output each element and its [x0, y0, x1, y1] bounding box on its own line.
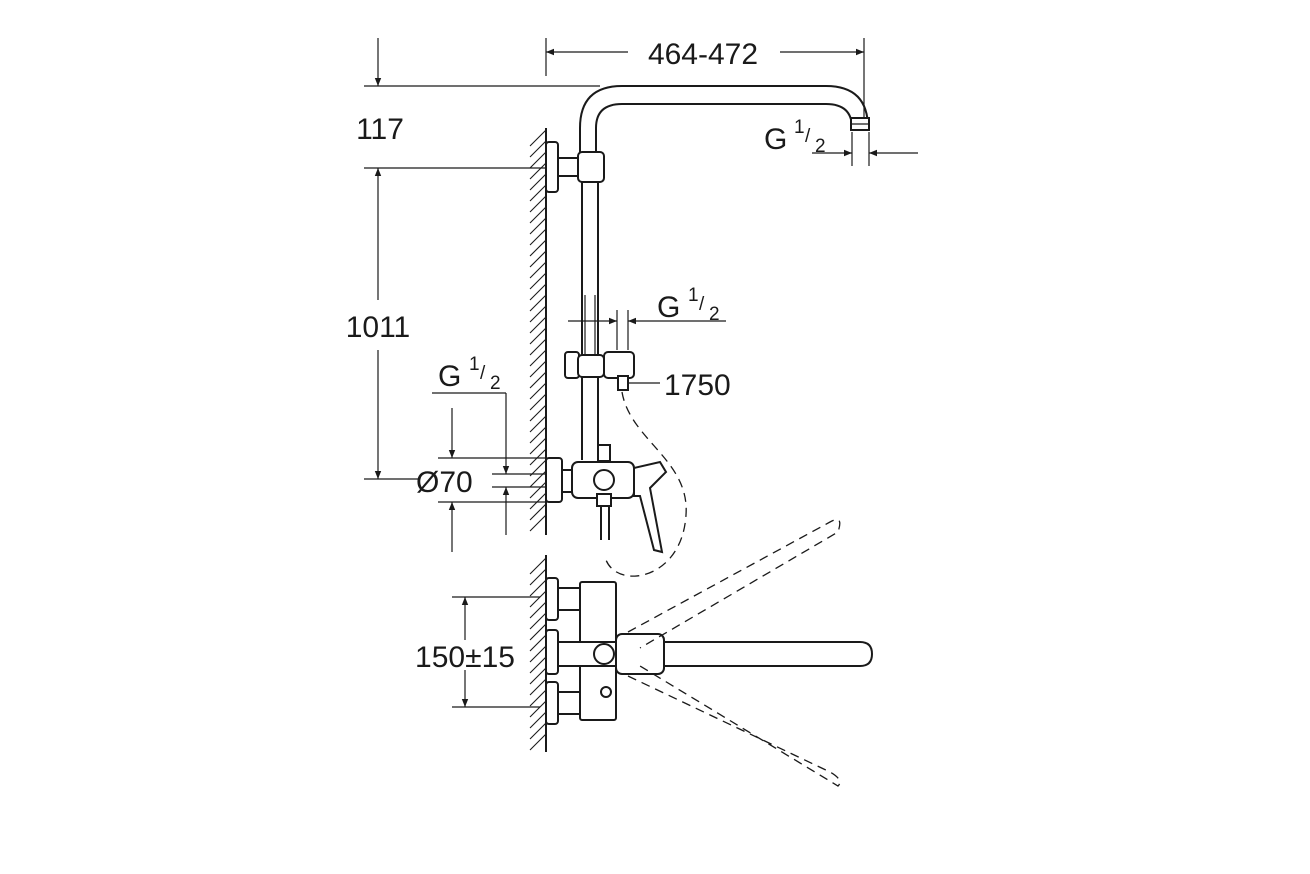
svg-text:G: G — [764, 123, 787, 156]
wall-hatch-line — [529, 557, 547, 575]
head-thread-den: 2 — [815, 136, 826, 157]
wall-hatch-line — [529, 349, 547, 367]
wall-hatch-line — [529, 426, 547, 444]
arm-projection-dimension: 464-472 — [545, 38, 865, 118]
hand-thread-g: G — [657, 291, 680, 324]
head-thread-g: G — [764, 123, 787, 156]
hand-thread-slash: / — [699, 294, 705, 315]
wall-hatch-line — [529, 415, 547, 433]
shower-arm — [579, 85, 870, 170]
wall-hatch-line — [529, 656, 547, 674]
wall-hatch-line — [529, 195, 547, 213]
wall-hatch-line — [529, 733, 547, 751]
top-offset-label: 117 — [356, 113, 404, 146]
top-offset-dimension: 117 — [356, 38, 600, 169]
wall — [529, 128, 547, 752]
outlet-height-label: 1750 — [664, 369, 731, 402]
wall-hatch-line — [529, 261, 547, 279]
wall-hatch-line — [529, 689, 547, 707]
wall-hatch-line — [529, 667, 547, 685]
wall-hatch-line — [529, 590, 547, 608]
svg-text:G: G — [657, 291, 680, 324]
inlet-spacing-label: 150±15 — [415, 641, 515, 674]
slider-holder: 1750 — [564, 351, 731, 402]
wall-hatch-line — [529, 327, 547, 345]
wall-hatch-line — [529, 722, 547, 740]
shower-hose — [605, 391, 687, 577]
wall-hatch-line — [529, 217, 547, 235]
wall-hatch-line — [529, 316, 547, 334]
mixer-side-view — [545, 444, 668, 554]
wall-hatch-line — [529, 283, 547, 301]
inlet-thread-slash: / — [480, 363, 486, 384]
wall-hatch-line — [529, 514, 547, 532]
hand-thread-num: 1 — [688, 285, 699, 306]
wall-hatch-line — [529, 601, 547, 619]
arm-projection-label: 464-472 — [648, 38, 758, 71]
wall-hatch-line — [529, 481, 547, 499]
head-thread-num: 1 — [794, 117, 805, 138]
head-thread-dimension: G 1 / 2 — [764, 117, 918, 166]
wall-hatch-line — [529, 404, 547, 422]
wall-hatch-line — [529, 272, 547, 290]
inlet-thread-num: 1 — [469, 354, 480, 375]
wall-hatch-line — [529, 162, 547, 180]
top-wall-bracket — [545, 141, 605, 193]
wall-hatch-line — [529, 140, 547, 158]
rail-height-label: 1011 — [346, 311, 411, 344]
wall-hatch-line — [529, 173, 547, 191]
wall-hatch-line — [529, 634, 547, 652]
wall-hatch-line — [529, 678, 547, 696]
wall-hatch-line — [529, 448, 547, 466]
mixer-top-view — [545, 577, 874, 725]
wall-hatch-line — [529, 700, 547, 718]
wall-hatch-line — [529, 492, 547, 510]
svg-text:G: G — [438, 360, 461, 393]
wall-hatch-line — [529, 503, 547, 521]
wall-hatch-line — [529, 250, 547, 268]
hand-thread-den: 2 — [709, 304, 720, 325]
wall-hatch-line — [529, 711, 547, 729]
wall-hatch-line — [529, 579, 547, 597]
wall-hatch-line — [529, 184, 547, 202]
wall-hatch-line — [529, 129, 547, 147]
wall-hatch-line — [529, 338, 547, 356]
wall-hatch-line — [529, 393, 547, 411]
inlet-thread-g: G — [438, 360, 461, 393]
wall-hatch-line — [529, 437, 547, 455]
wall-hatch-line — [529, 459, 547, 477]
hand-shower-thread-dimension: G 1 / 2 — [568, 285, 726, 350]
wall-inlet-dimension: G 1 / 2 Ø70 — [416, 354, 546, 552]
wall-hatch-line — [529, 371, 547, 389]
wall-hatch-line — [529, 294, 547, 312]
inlet-spacing-dimension: 150±15 — [415, 596, 540, 708]
wall-hatch-line — [529, 305, 547, 323]
inlet-thread-den: 2 — [490, 373, 501, 394]
rosette-diameter-label: Ø70 — [416, 466, 473, 499]
wall-hatch-line — [529, 382, 547, 400]
wall-hatch-line — [529, 239, 547, 257]
rail-height-dimension: 1011 — [346, 168, 418, 480]
wall-hatch-line — [529, 360, 547, 378]
wall-hatch-line — [529, 228, 547, 246]
wall-hatch-line — [529, 623, 547, 641]
lever-rotation-range — [627, 518, 841, 787]
wall-hatch-line — [529, 151, 547, 169]
wall-hatch-line — [529, 206, 547, 224]
wall-hatch-line — [529, 612, 547, 630]
wall-hatch-line — [529, 645, 547, 663]
head-thread-slash: / — [805, 126, 811, 147]
wall-hatch-line — [529, 568, 547, 586]
